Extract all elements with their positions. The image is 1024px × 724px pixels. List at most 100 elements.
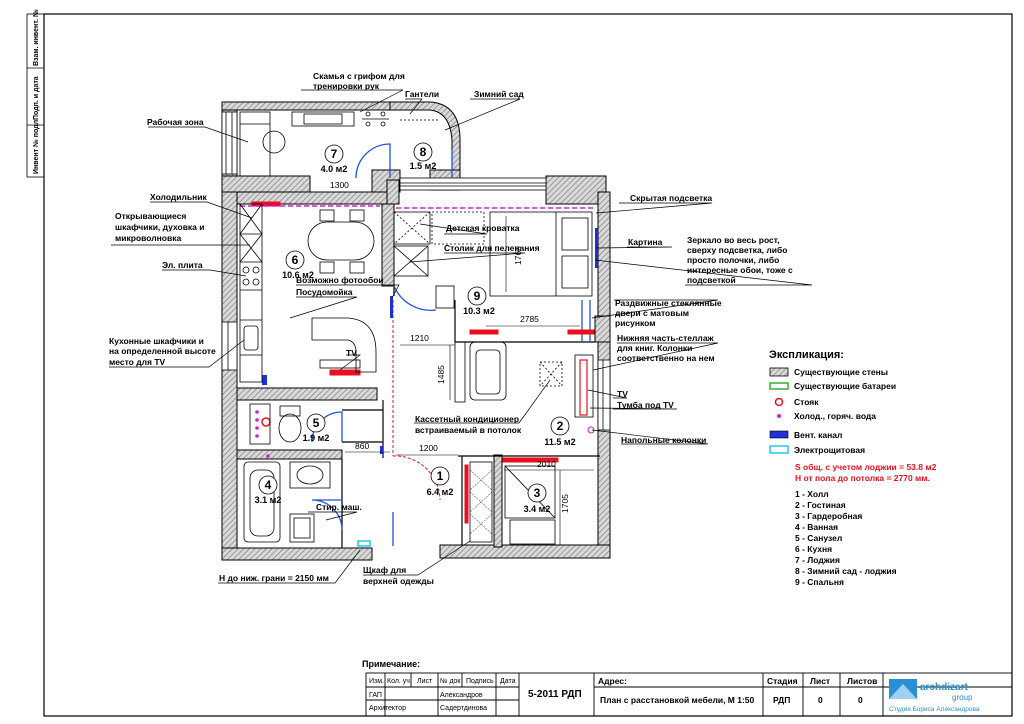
sheet-label: Лист (810, 676, 830, 686)
room-2-number: 2 (557, 419, 564, 433)
room-6-number: 6 (292, 253, 299, 267)
callout-bench-line1: Скамья с грифом для (313, 71, 405, 81)
callout-stove: Эл. плита (162, 260, 203, 270)
stage-value: РДП (773, 695, 790, 705)
callout-shelves-line1: Нижняя часть-стеллаж (617, 333, 715, 343)
room-6-area: 10.6 м2 (282, 270, 314, 280)
room-3-area: 3.4 м2 (524, 504, 551, 514)
col-izm: Изм. (369, 678, 384, 685)
address-label: Адрес: (598, 676, 627, 686)
callout-kitchen-line2: на определенной высоте (109, 346, 216, 356)
room-1-number: 1 (437, 469, 444, 483)
legend-vent-swatch (769, 430, 789, 439)
callout-tv-stand: Тумба под TV (617, 400, 674, 410)
legend-room-2: 2 - Гостиная (795, 500, 846, 510)
callout-height-note: Н до ниж. грани = 2150 мм (219, 573, 329, 583)
legend-room-4: 4 - Ванная (795, 522, 838, 532)
callout-wardrobe-line2: верхней одежды (363, 576, 434, 586)
stamp-replace-label: Взам. инвент. № (32, 9, 40, 66)
callout-changing-table: Столик для пеленания (444, 243, 540, 253)
col-date: Дата (500, 678, 516, 685)
callout-ac-line2: встраиваемый в потолок (415, 425, 522, 435)
studio-logo: archdizart group Студия Бориса Александр… (889, 679, 980, 713)
callout-mirror-line3: просто полочки, либо (687, 255, 779, 265)
logo-name: archdizart (920, 682, 968, 693)
room-9-area: 10.3 м2 (463, 306, 495, 316)
risers (261, 417, 271, 427)
row-arch-name: Садертдинова (440, 705, 487, 712)
room-8-area: 1.5 м2 (410, 161, 437, 171)
room-4-area: 3.1 м2 (255, 495, 282, 505)
legend-wall-swatch (769, 367, 789, 377)
legend-room-1: 1 - Холл (795, 489, 829, 499)
callout-cabinets-line2: шкафчики, духовка и (115, 222, 205, 232)
room-2-area: 11.5 м2 (544, 437, 575, 447)
dim-1485: 1485 (436, 365, 446, 384)
legend-height: Н от пола до потолка = 2770 мм. (795, 473, 930, 483)
room-8-number: 8 (420, 145, 427, 159)
panel-elements (357, 540, 371, 547)
callout-painting: Картина (628, 237, 663, 247)
legend-vent: Вент. канал (794, 430, 842, 440)
room-labels: 1 6.4 м2 2 11.5 м2 3 3.4 м2 4 3.1 м2 5 1… (255, 142, 576, 514)
legend-panel: Электрощитовая (794, 445, 865, 455)
room-4-number: 4 (265, 478, 272, 492)
col-sign: Подпись (466, 678, 494, 685)
red-elements (251, 201, 595, 524)
project-code: 5-2011 РДП (528, 689, 582, 700)
legend-title: Экспликация: (769, 349, 844, 361)
legend-riser-icon (774, 397, 784, 407)
callout-fridge: Холодильник (150, 192, 208, 202)
legend: Экспликация: Существующие стены Существу… (769, 349, 937, 587)
title-block: Примечание: Изм. Кол. уч. Лист № док Под… (362, 659, 1013, 717)
side-stamp: Взам. инвент. № Подп. и дата Инвент № по… (26, 9, 45, 178)
legend-room-5: 5 - Санузел (795, 533, 842, 543)
callout-mirror-line1: Зеркало во весь рост, (687, 235, 780, 245)
room-1-area: 6.4 м2 (427, 487, 454, 497)
col-list: Лист (417, 678, 433, 685)
windows (221, 111, 611, 431)
legend-batteries: Существующие батареи (794, 381, 896, 391)
entry-dashed (392, 300, 441, 501)
callout-mirror-line4: интересные обои, тоже с (687, 265, 793, 275)
legend-battery-swatch (769, 382, 789, 390)
room-9-number: 9 (474, 289, 481, 303)
callout-shelves-line2: для книг. Колонки (617, 343, 692, 353)
callout-dumbbells: Гантели (405, 89, 439, 99)
callout-tv: TV (617, 389, 628, 399)
callout-mirror-line2: сверху подсветка, либо (687, 245, 787, 255)
dim-1200: 1200 (419, 443, 438, 453)
callout-cabinets-line1: Открывающиеся (115, 211, 186, 221)
legend-room-7: 7 - Лоджия (795, 555, 840, 565)
dim-2010: 2010 (537, 459, 556, 469)
logo-sub: group (952, 693, 973, 702)
row-gap-name: Александров (440, 692, 483, 699)
dim-1210: 1210 (410, 333, 429, 343)
dim-1705: 1705 (560, 494, 570, 513)
legend-room-9: 9 - Спальня (795, 577, 844, 587)
callouts: Скамья с грифом для тренировки рук Ганте… (109, 71, 793, 586)
dim-1760: 1760 (513, 246, 523, 265)
sheets-label: Листов (847, 676, 877, 686)
sheet-title: План с расстановкой мебели, М 1:50 (600, 695, 755, 705)
callout-bench-line2: тренировки рук (313, 81, 380, 91)
dimension-labels: 1300 1760 2785 1210 1485 860 1200 2010 1… (330, 180, 570, 513)
sheet-value: 0 (818, 695, 823, 705)
legend-total-area: S общ. с учетом лоджии = 53.8 м2 (795, 462, 937, 472)
legend-room-3: 3 - Гардеробная (795, 511, 862, 521)
callout-washer: Стир. маш. (316, 502, 362, 512)
room-7-number: 7 (331, 147, 338, 161)
note-label: Примечание: (362, 659, 420, 669)
callout-cabinets-line3: микроволновка (115, 233, 181, 243)
legend-walls: Существующие стены (794, 367, 888, 377)
dim-1300: 1300 (330, 180, 349, 190)
row-arch-role: Архитектор (369, 705, 406, 712)
legend-panel-swatch (769, 445, 789, 454)
callout-wardrobe-line1: Щкаф для (363, 565, 406, 575)
wardrobe-hatch (469, 469, 493, 535)
hidden-light (240, 205, 595, 209)
callout-tv-kitchen: TV (346, 348, 357, 358)
row-gap-role: ГАП (369, 692, 382, 699)
callout-hidden-light: Скрытая подсветка (630, 193, 712, 203)
stamp-inventory-label: Инвент № подл. (32, 118, 40, 174)
